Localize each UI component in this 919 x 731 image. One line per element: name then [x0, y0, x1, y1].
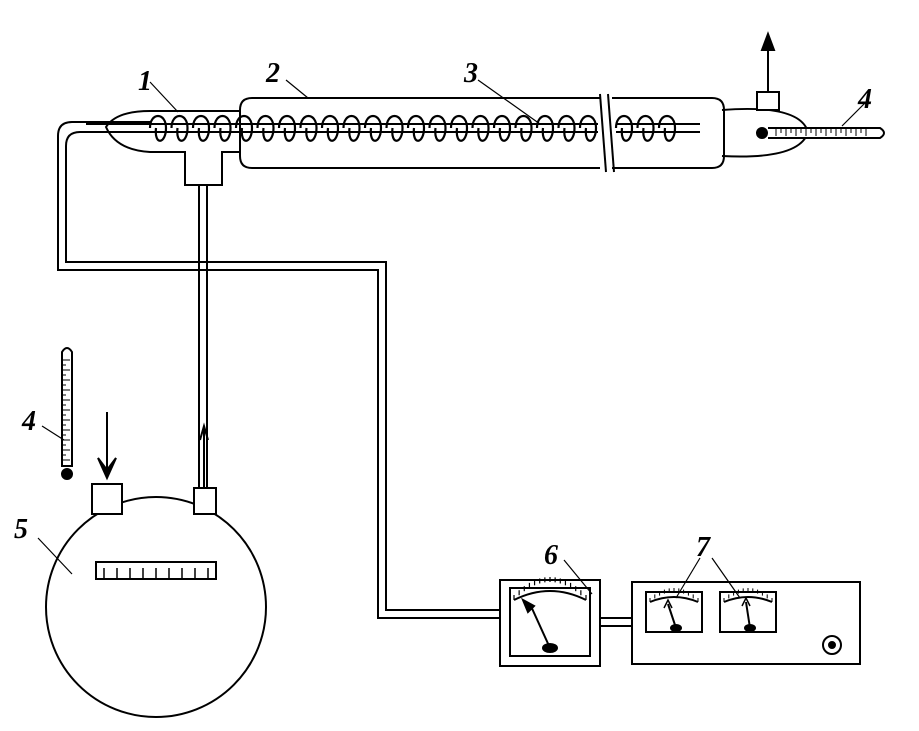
heater-coil: [148, 114, 677, 142]
label-gas-meter: 5: [14, 514, 28, 545]
label-jacket: 2: [265, 58, 280, 89]
label-power-supply: 7: [696, 532, 711, 563]
outlet-arrow-icon: [760, 31, 776, 92]
leader-lines: [37, 79, 869, 599]
power-supply: [631, 581, 861, 665]
label-coil: 3: [463, 58, 478, 89]
label-tube: 1: [138, 66, 152, 97]
thermometer-outlet: [756, 127, 885, 139]
voltmeter: [499, 577, 601, 667]
gas-meter: [45, 412, 267, 718]
thermometer-room: [61, 347, 73, 480]
knob-icon: [822, 635, 842, 655]
label-thermometer-outlet: 4: [857, 84, 872, 115]
label-thermometer-room: 4: [21, 406, 36, 437]
label-voltmeter: 6: [544, 540, 558, 571]
